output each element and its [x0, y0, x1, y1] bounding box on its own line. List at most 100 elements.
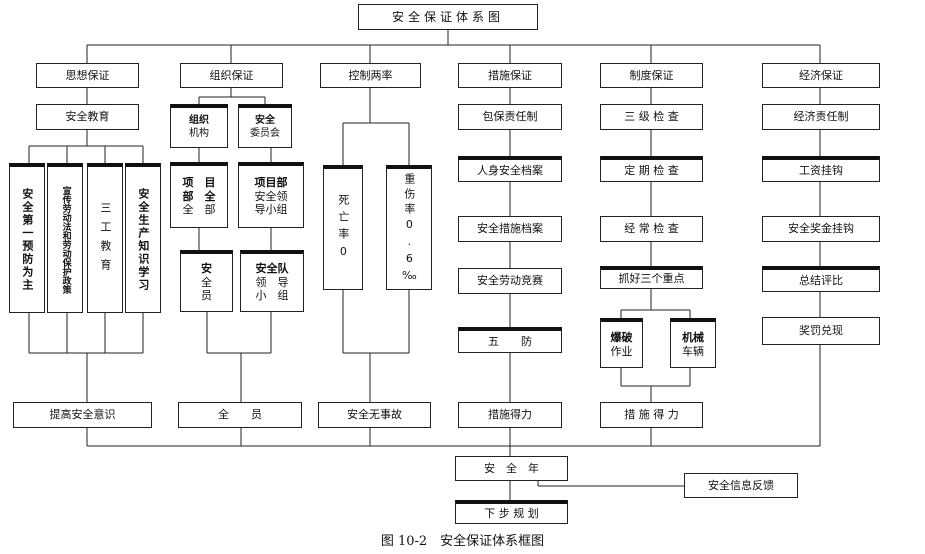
org-member-b-line1: 安全队	[255, 261, 289, 275]
system-item-3-text: 经 常 检 查	[624, 222, 679, 236]
control-result-text: 安全无事故	[347, 408, 402, 422]
org-member-b-line3: 小 组	[255, 289, 289, 303]
measures-result-text: 措施得力	[488, 408, 532, 422]
economy-item-5: 奖罚兑现	[762, 317, 880, 345]
ideology-item-3-text: 三工教育	[98, 201, 112, 278]
economy-item-2-text: 工资挂钩	[799, 163, 843, 177]
org-project-b-line3: 导小组	[254, 203, 288, 217]
org-group-a-line2: 机构	[189, 127, 209, 139]
ideology-item-4: 安全生产知识学习	[125, 163, 161, 313]
measures-result: 措施得力	[458, 402, 562, 428]
system-head: 制度保证	[600, 63, 703, 88]
system-point-a-line2: 作业	[610, 344, 633, 358]
org-group-b-line2: 委员会	[250, 127, 280, 139]
system-head-text: 制度保证	[629, 68, 674, 82]
organization-head: 组织保证	[180, 63, 283, 88]
feedback-box: 安全信息反馈	[684, 473, 798, 498]
measures-item-4: 安全劳动竞赛	[458, 268, 562, 294]
org-group-a: 组织 机构	[170, 104, 228, 148]
system-item-4-text: 抓好三个重点	[618, 272, 685, 286]
ideology-result-text: 提高安全意识	[49, 408, 116, 422]
control-rate-a-text: 死亡率0	[336, 194, 350, 264]
economy-item-4: 总结评比	[762, 266, 880, 292]
ideology-item-1: 安全第一预防为主	[9, 163, 45, 313]
measures-item-3-text: 安全措施档案	[477, 222, 543, 236]
ideology-head-text: 思想保证	[65, 68, 110, 82]
org-project-b: 项目部 安全领 导小组	[238, 162, 304, 228]
org-project-a: 项 目 部 全 全 部	[170, 162, 228, 228]
system-item-3: 经 常 检 查	[600, 216, 703, 242]
org-member-b: 安全队 领 导 小 组	[240, 250, 304, 312]
control-rate-a: 死亡率0	[323, 165, 363, 290]
ideology-head: 思想保证	[36, 63, 139, 88]
control-head: 控制两率	[320, 63, 421, 88]
org-member-b-line2: 领 导	[255, 275, 289, 289]
control-head-text: 控制两率	[348, 68, 393, 82]
diagram-title: 安全保证体系图	[358, 4, 538, 30]
system-item-1: 三 级 检 查	[600, 104, 703, 130]
measures-item-2: 人身安全档案	[458, 156, 562, 182]
economy-head-text: 经济保证	[799, 68, 843, 82]
ideology-item-2: 宣传劳动法和劳动保护政策	[47, 163, 83, 313]
measures-item-2-text: 人身安全档案	[477, 163, 543, 177]
economy-item-1-text: 经济责任制	[793, 110, 849, 124]
org-member-a-line2: 全	[201, 275, 212, 289]
measures-item-1: 包保责任制	[458, 104, 562, 130]
system-item-1-text: 三 级 检 查	[624, 110, 679, 124]
system-result: 措 施 得 力	[600, 402, 703, 428]
organization-head-text: 组织保证	[209, 68, 254, 82]
measures-item-5: 五 防	[458, 327, 562, 353]
economy-item-3-text: 安全奖金挂钩	[788, 222, 854, 236]
figure-caption: 图 10-2 安全保证体系框图	[380, 534, 545, 549]
economy-item-3: 安全奖金挂钩	[762, 216, 880, 242]
system-result-text: 措 施 得 力	[624, 408, 679, 422]
org-group-b: 安全 委员会	[238, 104, 292, 148]
ideology-item-3: 三工教育	[87, 163, 123, 313]
system-point-b-line1: 机械	[682, 330, 704, 344]
org-project-a-line1: 项 目	[182, 175, 216, 189]
measures-head: 措施保证	[458, 63, 562, 88]
ideology-education-text: 安全教育	[65, 110, 110, 124]
org-project-a-line2: 部 全	[182, 189, 216, 203]
system-point-a-line1: 爆破	[610, 330, 633, 344]
ideology-education: 安全教育	[36, 104, 139, 130]
economy-item-2: 工资挂钩	[762, 156, 880, 182]
measures-head-text: 措施保证	[488, 68, 532, 82]
org-project-a-line3: 全 部	[182, 203, 216, 217]
system-point-b: 机械 车辆	[670, 318, 716, 368]
org-group-a-line1: 组织	[189, 115, 209, 126]
ideology-item-4-text: 安全生产知识学习	[136, 187, 150, 292]
control-rate-b-text: 重伤率0.6‰	[402, 172, 416, 286]
org-project-b-line1: 项目部	[254, 175, 288, 189]
measures-item-1-text: 包保责任制	[482, 110, 538, 124]
system-item-2: 定 期 检 查	[600, 156, 703, 182]
economy-item-1: 经济责任制	[762, 104, 880, 130]
organization-result: 全 员	[178, 402, 302, 428]
system-item-2-text: 定 期 检 查	[624, 163, 679, 177]
org-member-a: 安 全 员	[180, 250, 233, 312]
ideology-item-2-text: 宣传劳动法和劳动保护政策	[60, 185, 71, 294]
next-plan-text: 下 步 规 划	[484, 506, 539, 520]
org-member-a-line3: 员	[201, 289, 212, 303]
system-point-b-line2: 车辆	[682, 344, 704, 358]
feedback-text: 安全信息反馈	[708, 478, 774, 492]
measures-item-4-text: 安全劳动竞赛	[477, 274, 543, 288]
economy-item-4-text: 总结评比	[799, 273, 843, 287]
ideology-item-1-text: 安全第一预防为主	[20, 187, 34, 292]
org-project-b-line2: 安全领	[254, 189, 288, 203]
system-item-4: 抓好三个重点	[600, 266, 703, 289]
economy-head: 经济保证	[762, 63, 880, 88]
org-member-a-line1: 安	[201, 261, 212, 275]
ideology-result: 提高安全意识	[13, 402, 152, 428]
control-rate-b: 重伤率0.6‰	[386, 165, 432, 290]
safety-year-box: 安 全 年	[455, 456, 568, 481]
measures-item-5-text: 五 防	[488, 334, 532, 348]
system-point-a: 爆破 作业	[600, 318, 643, 368]
organization-result-text: 全 员	[218, 408, 262, 422]
safety-year-text: 安 全 年	[484, 461, 539, 475]
diagram-title-text: 安全保证体系图	[391, 9, 504, 24]
org-group-b-line1: 安全	[255, 115, 275, 126]
control-result: 安全无事故	[318, 402, 431, 428]
next-plan-box: 下 步 规 划	[455, 500, 568, 524]
